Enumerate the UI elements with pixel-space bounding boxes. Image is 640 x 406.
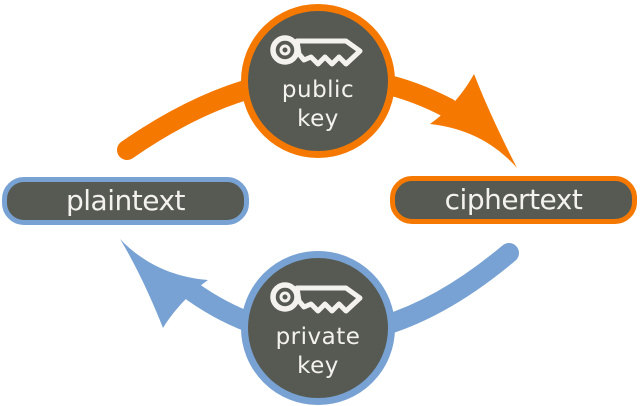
public-key-label: public key <box>282 76 354 134</box>
private-key-label-line1: private <box>275 324 361 350</box>
private-key-label: private key <box>276 323 361 381</box>
decrypt-arrowhead-icon <box>120 239 208 328</box>
key-icon <box>270 282 363 314</box>
plaintext-node: plaintext <box>2 177 249 225</box>
public-key-node: public key <box>241 4 395 158</box>
plaintext-label: plaintext <box>66 183 186 217</box>
encrypt-arrowhead-icon <box>430 74 517 168</box>
private-key-node: private key <box>241 251 395 405</box>
ciphertext-node: ciphertext <box>390 176 637 224</box>
public-key-label-line2: key <box>297 106 339 132</box>
private-key-label-line2: key <box>297 353 339 379</box>
ciphertext-label: ciphertext <box>444 182 583 216</box>
public-key-label-line1: public <box>281 77 355 103</box>
key-icon <box>270 35 363 67</box>
